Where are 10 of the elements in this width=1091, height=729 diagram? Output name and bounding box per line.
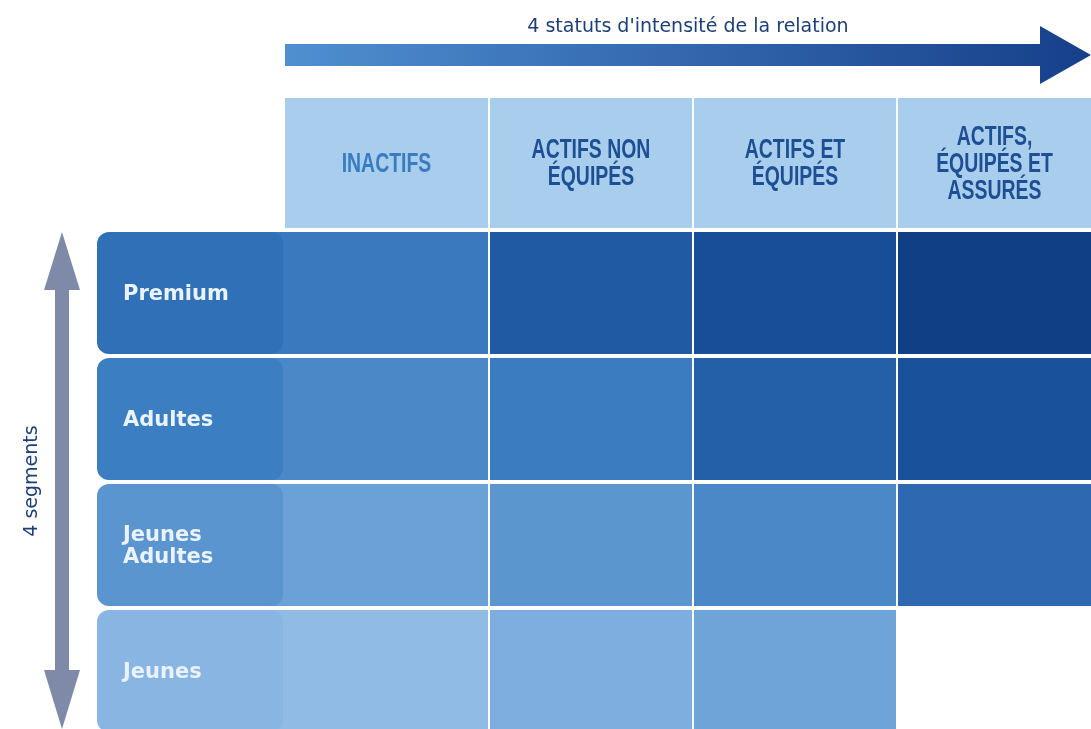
column-header: ACTIFS, ÉQUIPÉS ET ASSURÉS (898, 98, 1091, 228)
column-header: ACTIFS NON ÉQUIPÉS (490, 98, 692, 228)
axis-label: 4 segments (19, 424, 41, 539)
column-header: INACTIFS (285, 98, 488, 228)
column-header: ACTIFS ET ÉQUIPÉS (694, 98, 896, 228)
row-header: Adultes (97, 358, 283, 480)
row-header: Jeunes (97, 610, 283, 729)
axis-label: 4 statuts d'intensité de la relation (526, 14, 850, 36)
row-header: Premium (97, 232, 283, 354)
row-header: Jeunes Adultes (97, 484, 283, 606)
